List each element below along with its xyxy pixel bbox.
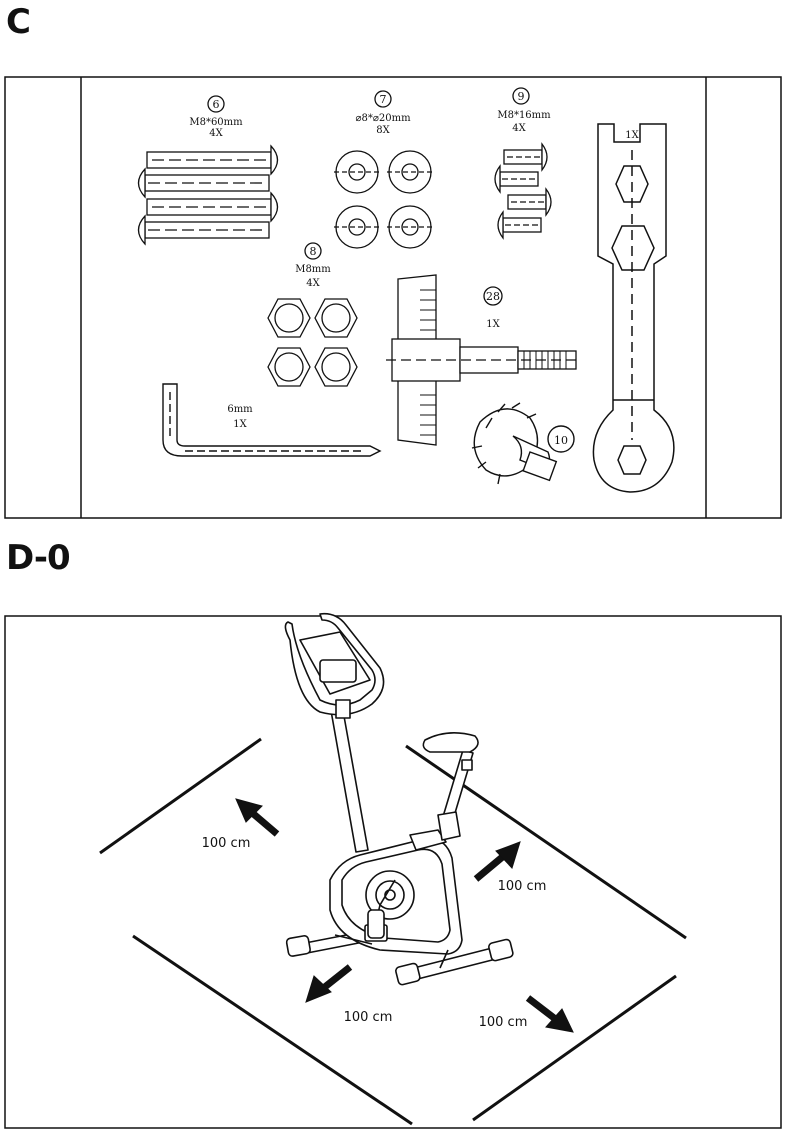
part-9-qty: 4X (512, 123, 526, 134)
part-6-size: M8*60mm (189, 117, 243, 128)
allen-key-size: 6mm (227, 404, 253, 415)
part-10-number: 10 (554, 434, 568, 447)
clearance-label-bottom-left: 100 cm (344, 1010, 393, 1025)
arrow-top-right (473, 841, 521, 882)
part-8-qty: 4X (306, 278, 320, 289)
part-28-knob-bolt: 28 1X (386, 274, 580, 446)
wrench-tool: 1X (592, 123, 675, 493)
part-8-nuts: 8 M8mm 4X (267, 242, 358, 387)
wrench-qty: 1X (625, 130, 639, 141)
allen-key-qty: 1X (233, 419, 247, 430)
part-7-size: ⌀8*⌀20mm (355, 113, 411, 124)
clearance-label-top-left: 100 cm (202, 836, 251, 851)
arrow-bottom-left (305, 964, 353, 1003)
part-8-size: M8mm (295, 264, 331, 275)
part-7-washers: 7 ⌀8*⌀20mm 8X (334, 90, 433, 249)
section-title-d0: D-0 (6, 538, 71, 578)
allen-key: 6mm 1X (162, 383, 382, 457)
part-9-bolts: 9 M8*16mm 4X (494, 87, 552, 240)
part-6-qty: 4X (209, 128, 223, 139)
section-title-c: C (6, 2, 31, 42)
clearance-label-bottom-right: 100 cm (479, 1015, 528, 1030)
hardware-panel (4, 76, 782, 519)
arrow-bottom-right (525, 995, 574, 1033)
part-7-number: 7 (380, 93, 387, 106)
part-8-number: 8 (310, 245, 317, 258)
part-9-size: M8*16mm (497, 110, 551, 121)
part-7-qty: 8X (376, 125, 390, 136)
part-10-knob: 10 (471, 402, 575, 485)
part-28-qty: 1X (486, 319, 500, 330)
part-28-number: 28 (486, 290, 500, 303)
clearance-label-top-right: 100 cm (498, 879, 547, 894)
clearance-boundary-lines (99, 737, 687, 1126)
part-6-bolts: 6 M8*60mm 4X (137, 95, 279, 246)
exercise-bike-illustration (284, 612, 514, 986)
arrow-top-left (235, 798, 280, 837)
clearance-panel (4, 615, 782, 1129)
part-9-number: 9 (518, 90, 525, 103)
part-6-number: 6 (213, 98, 220, 111)
